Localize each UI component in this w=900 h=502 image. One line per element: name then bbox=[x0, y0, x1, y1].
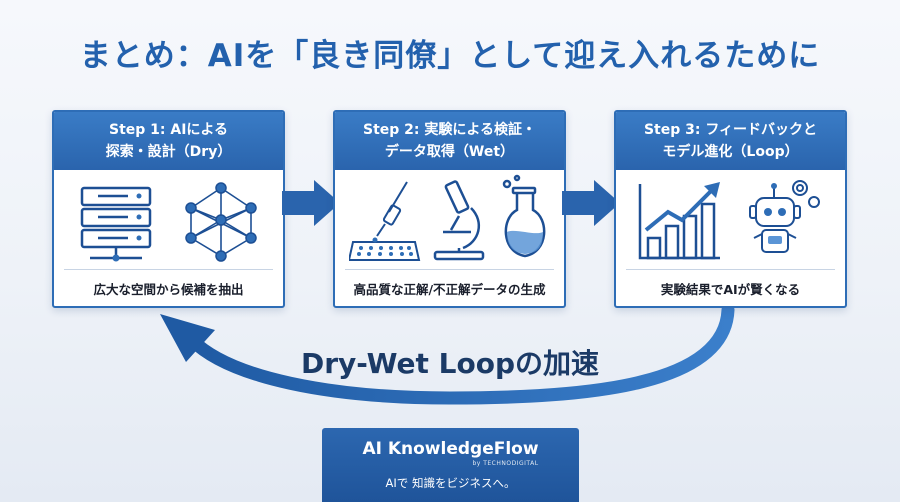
flask-icon bbox=[502, 174, 546, 258]
microscope-icon bbox=[433, 180, 485, 261]
pipette-plate-icon bbox=[349, 181, 421, 261]
step-caption: 実験結果でAIが賢くなる bbox=[660, 282, 801, 297]
brand-box: AI KnowledgeFlow by TECHNODIGITAL AIで 知識… bbox=[322, 428, 579, 502]
server-icon bbox=[80, 186, 152, 262]
step-title-line2: モデル進化（Loop） bbox=[662, 144, 799, 160]
growth-chart-icon bbox=[638, 182, 720, 260]
step-caption: 広大な空間から候補を抽出 bbox=[93, 282, 244, 297]
right-arrow-icon bbox=[282, 180, 340, 226]
card-divider bbox=[64, 269, 273, 270]
step-title-line1: Step 3: フィードバックと bbox=[643, 122, 818, 138]
step-title-line2: データ取得（Wet） bbox=[384, 144, 515, 160]
robot-icon bbox=[749, 180, 820, 253]
neural-network-icon bbox=[185, 182, 257, 262]
page-title: まとめ：AIを「良き同僚」として迎え入れるために bbox=[79, 38, 821, 74]
step-title-line1: Step 2: 実験による検証・ bbox=[363, 122, 536, 138]
step-caption: 高品質な正解/不正解データの生成 bbox=[353, 282, 546, 297]
card-divider bbox=[345, 269, 554, 270]
step-card-header: Step 3: フィードバックと モデル進化（Loop） bbox=[616, 112, 845, 170]
brand-by: by TECHNODIGITAL bbox=[472, 460, 539, 467]
brand-tagline: AIで 知識をビジネスへ。 bbox=[385, 476, 516, 490]
step-card-1: Step 1: AIによる 探索・設計（Dry） bbox=[52, 110, 285, 308]
loop-label: Dry-Wet Loopの加速 bbox=[300, 347, 600, 380]
step-card-header: Step 2: 実験による検証・ データ取得（Wet） bbox=[335, 112, 564, 170]
step-card-2: Step 2: 実験による検証・ データ取得（Wet） bbox=[333, 110, 566, 308]
brand-name: AI KnowledgeFlow bbox=[362, 439, 539, 459]
step-title-line2: 探索・設計（Dry） bbox=[105, 144, 232, 160]
right-arrow-icon bbox=[562, 180, 620, 226]
step-title-line1: Step 1: AIによる bbox=[108, 122, 228, 138]
step-card-header: Step 1: AIによる 探索・設計（Dry） bbox=[54, 112, 283, 170]
step-card-3: Step 3: フィードバックと モデル進化（Loop） bbox=[614, 110, 847, 308]
card-divider bbox=[626, 269, 835, 270]
